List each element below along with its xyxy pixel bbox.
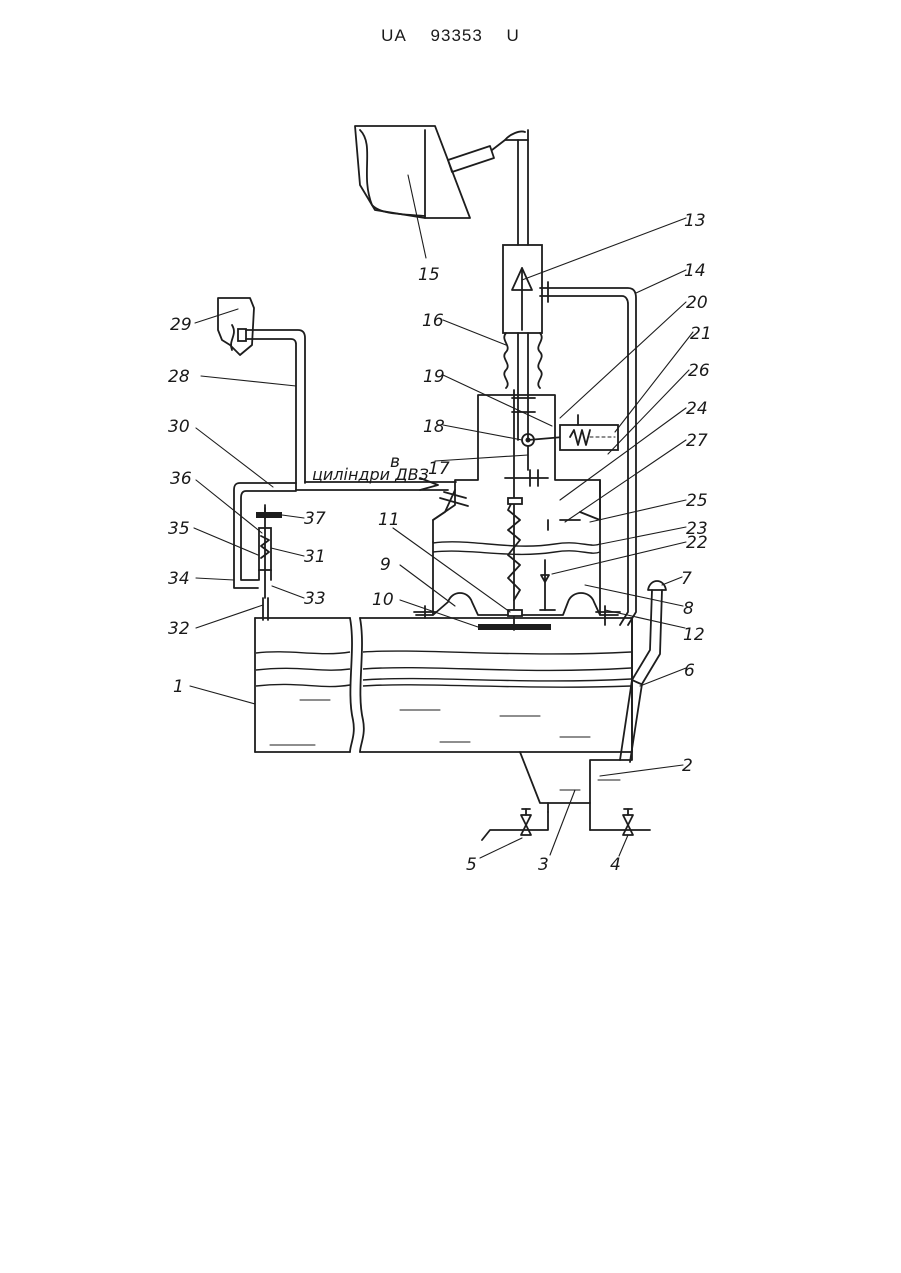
- callout-4: 4: [610, 855, 621, 875]
- callout-3: 3: [538, 855, 549, 875]
- callout-5: 5: [466, 855, 477, 875]
- callout-2: 2: [682, 756, 693, 776]
- callout-35: 35: [168, 519, 190, 539]
- callout-10: 10: [372, 590, 394, 610]
- callout-15: 15: [418, 265, 440, 285]
- callout-12: 12: [683, 625, 705, 645]
- callout-26: 26: [688, 361, 710, 381]
- callout-37: 37: [304, 509, 326, 529]
- callout-8: 8: [683, 599, 694, 619]
- callout-18: 18: [423, 417, 445, 437]
- callout-13: 13: [684, 211, 706, 231]
- callout-9: 9: [380, 555, 391, 575]
- callout-31: 31: [304, 547, 326, 567]
- callout-29: 29: [170, 315, 192, 335]
- callout-14: 14: [684, 261, 706, 281]
- callout-16: 16: [422, 311, 444, 331]
- callout-25: 25: [686, 491, 708, 511]
- callout-33: 33: [304, 589, 326, 609]
- callout-32: 32: [168, 619, 190, 639]
- callout-20: 20: [686, 293, 708, 313]
- callout-27: 27: [686, 431, 708, 451]
- component-29: [218, 298, 254, 355]
- callout-30: 30: [168, 417, 190, 437]
- callout-19: 19: [423, 367, 445, 387]
- callout-7: 7: [681, 569, 692, 589]
- component-15: [355, 126, 525, 218]
- filler-pipe: [620, 581, 666, 762]
- callout-21: 21: [690, 324, 712, 344]
- callout-34: 34: [168, 569, 190, 589]
- main-tank: [255, 618, 650, 840]
- flow-label-line2: циліндри ДВЗ: [312, 465, 429, 484]
- callout-36: 36: [170, 469, 192, 489]
- callout-23: 23: [686, 519, 708, 539]
- callout-24: 24: [686, 399, 708, 419]
- callout-1: 1: [173, 677, 184, 697]
- callout-6: 6: [684, 661, 695, 681]
- callout-17: 17: [428, 459, 450, 479]
- callout-28: 28: [168, 367, 190, 387]
- callout-11: 11: [378, 510, 400, 530]
